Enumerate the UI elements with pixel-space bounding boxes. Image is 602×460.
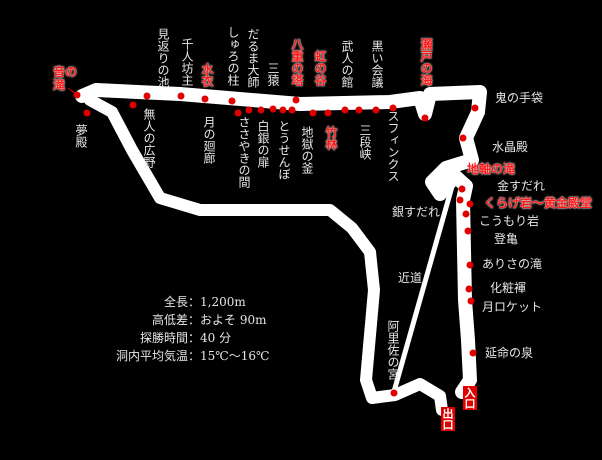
label-jigoku: 地獄の釜 <box>300 126 314 174</box>
label-oni: 鬼の手袋 <box>495 91 544 105</box>
label-niji: 虹の谷 <box>313 50 327 86</box>
label-mizugoromo: 水衣 <box>200 63 214 87</box>
stat-length: 全長：1,200m <box>163 295 246 309</box>
entrance-marker: 入口 <box>463 386 477 410</box>
side-passage <box>84 94 448 416</box>
label-hakugin: 白銀の扉 <box>256 120 270 168</box>
label-sennin: 千人坊主 <box>180 38 194 86</box>
label-kurage: くらげ岩〜黄金殿堂 <box>484 196 593 210</box>
label-chikamichi: 近道 <box>398 271 423 285</box>
label-shuro: しゅろの柱 <box>226 26 240 86</box>
label-tokame: 登亀 <box>494 232 519 246</box>
label-gin: 銀すだれ <box>392 205 441 219</box>
spot-markers <box>67 87 479 397</box>
stat-time: 探勝時間：40 分 <box>139 331 232 345</box>
stat-elevation: 高低差：およそ 90m <box>151 313 267 327</box>
label-kuroi: 黒い会議 <box>370 40 384 88</box>
label-oto-no-taki: 音の滝 <box>53 65 78 92</box>
label-tosenbo: とうせんぼ <box>277 120 291 180</box>
label-bujin: 武人の館 <box>340 40 354 88</box>
label-tsuki-rocket: 月ロケット <box>482 300 543 314</box>
label-daruma: だるま大師 <box>246 28 260 88</box>
label-sasayaki: ささやきの間 <box>237 116 251 188</box>
label-suisho: 水晶殿 <box>492 140 529 154</box>
cave-stats: 全長：1,200m 高低差：およそ 90m 探勝時間：40 分 洞内平均気温：1… <box>88 293 269 365</box>
label-mujin: 無人の広野 <box>142 108 156 168</box>
label-komori: こうもり岩 <box>479 214 540 228</box>
label-tsuki-kairo: 月の廻廊 <box>202 116 216 164</box>
label-kesho: 化粧褌 <box>490 281 527 295</box>
label-seto: 瀬戸の海 <box>419 38 433 86</box>
label-arisa-miya: 阿里佐の宮 <box>386 320 400 380</box>
label-enmei: 延命の泉 <box>485 346 534 360</box>
label-yae: 八重の塔 <box>290 38 304 86</box>
label-sphinx: スフィンクス <box>386 110 400 182</box>
label-sanen: 三猿 <box>266 62 280 86</box>
label-arisa-taki: ありさの滝 <box>482 257 543 271</box>
main-passage <box>75 83 487 399</box>
label-kin: 金すだれ <box>497 179 546 193</box>
label-chijiku: 地軸の滝 <box>467 162 516 176</box>
label-yumedono: 夢殿 <box>74 124 88 148</box>
stat-temperature: 洞内平均気温：15℃〜16℃ <box>115 349 270 363</box>
label-chikurin: 竹林 <box>324 126 338 150</box>
shortcut-path <box>390 173 458 398</box>
label-mikaeri: 見返りの池 <box>156 28 170 88</box>
label-sandan: 三段峡 <box>358 124 372 160</box>
exit-marker: 出口 <box>441 407 455 431</box>
